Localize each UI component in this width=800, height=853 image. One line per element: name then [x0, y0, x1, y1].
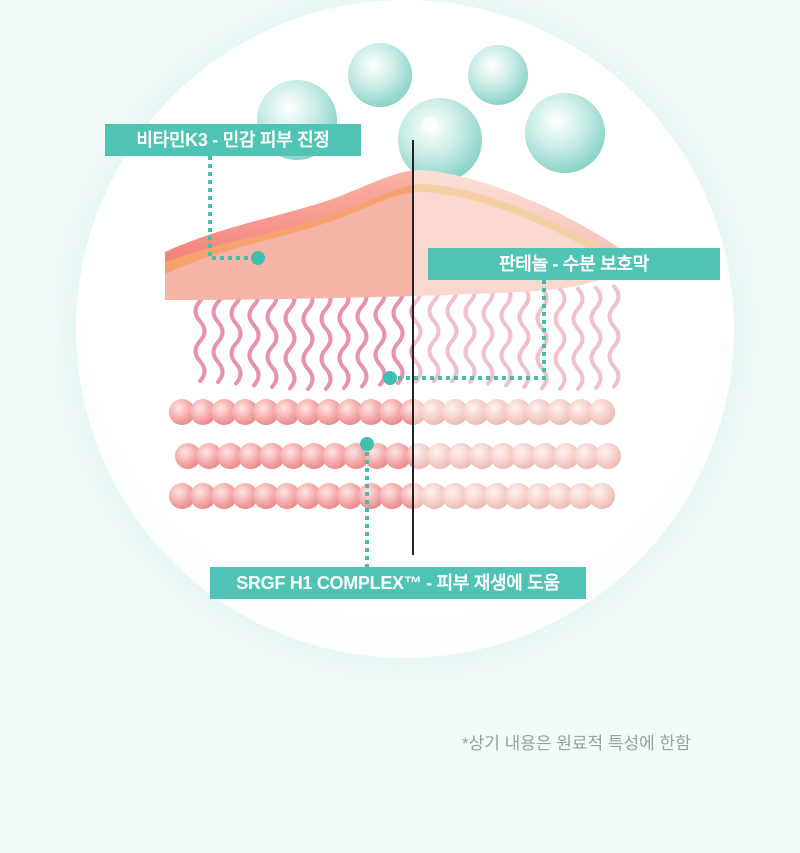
cell-balls-left	[169, 399, 413, 509]
water-bubbles	[257, 43, 605, 182]
skin-top-layer	[165, 170, 625, 300]
cell-balls-right	[413, 399, 621, 509]
connector-lines	[208, 156, 546, 567]
connector-dots	[251, 251, 397, 451]
label-panthenol: 판테놀 - 수분 보호막	[428, 248, 720, 280]
label-srgf-complex: SRGF H1 COMPLEX™ - 피부 재생에 도움	[210, 567, 586, 599]
lipid-tails-right	[413, 279, 621, 391]
lipid-tails-left	[193, 279, 413, 391]
background-circle	[76, 0, 734, 658]
footnote-disclaimer: *상기 내용은 원료적 특성에 한함	[462, 734, 691, 753]
label-vitamin-k3: 비타민K3 - 민감 피부 진정	[105, 124, 361, 156]
